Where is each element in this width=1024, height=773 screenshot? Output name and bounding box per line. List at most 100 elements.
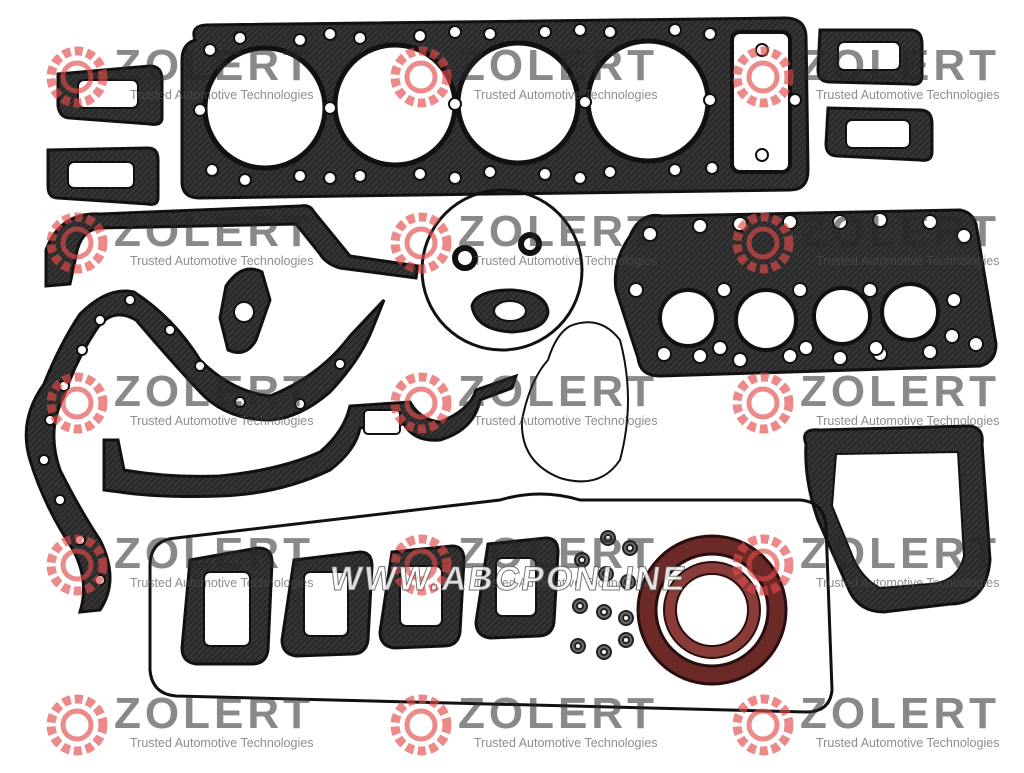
watermark: ZOLERT Trusted Automotive Technologies — [44, 690, 344, 760]
bolt-hole — [703, 93, 717, 107]
bolt-hole — [294, 398, 306, 410]
watermark-tagline: Trusted Automotive Technologies — [474, 736, 658, 750]
manifold-gasket-right-top — [816, 28, 924, 86]
bolt-hole — [538, 167, 552, 181]
bolt-hole — [956, 228, 972, 244]
bolt-hole — [76, 344, 88, 356]
bolt-hole — [732, 352, 748, 368]
bolt-hole — [334, 358, 346, 370]
watermark-tagline: Trusted Automotive Technologies — [816, 576, 1000, 590]
watermark: ZOLERT Trusted Automotive Technologies — [730, 690, 1024, 760]
watermark: ZOLERT Trusted Automotive Technologies — [44, 368, 344, 438]
gear-logo-icon — [390, 694, 452, 756]
bolt-hole — [94, 314, 106, 326]
bolt-hole — [755, 148, 769, 162]
watermark-tagline: Trusted Automotive Technologies — [130, 254, 314, 268]
stem-seal-bore — [626, 544, 634, 552]
bolt-hole — [194, 360, 206, 372]
bolt-hole — [573, 171, 587, 185]
stem-seal-bore — [602, 570, 610, 578]
bolt-hole — [54, 494, 66, 506]
site-watermark: WWW.ABCPONLINE — [327, 560, 690, 599]
bolt-hole — [868, 340, 884, 356]
stem-seal-bore — [622, 614, 630, 622]
watermark-brand: ZOLERT — [114, 207, 314, 256]
gear-logo-icon — [732, 46, 794, 108]
watermark-tagline: Trusted Automotive Technologies — [130, 88, 314, 102]
manifold-gasket-right-bottom — [824, 106, 934, 162]
bolt-hole — [603, 25, 617, 39]
watermark-tagline: Trusted Automotive Technologies — [816, 414, 1000, 428]
gear-logo-icon — [390, 212, 452, 274]
bolt-hole — [832, 214, 848, 230]
bolt-hole — [832, 350, 848, 366]
watermark: ZOLERT Trusted Automotive Technologies — [388, 42, 688, 112]
stem-seal-bore — [604, 534, 612, 542]
stem-seal-bore — [600, 648, 608, 656]
bolt-hole — [862, 282, 878, 298]
bolt-hole — [946, 292, 962, 308]
stem-seal-bore — [600, 608, 608, 616]
bolt-hole — [692, 348, 708, 364]
port-gasket-2 — [280, 550, 374, 658]
bolt-hole — [164, 324, 176, 336]
water-pump-gasket — [803, 424, 992, 614]
watermark-brand: ZOLERT — [114, 367, 314, 416]
bolt-hole — [323, 171, 337, 185]
bolt-hole — [293, 33, 307, 47]
valve-cover-gasket — [148, 492, 834, 714]
watermark-tagline: Trusted Automotive Technologies — [474, 576, 658, 590]
bolt-hole — [233, 31, 247, 45]
bolt-hole — [538, 25, 552, 39]
bolt-hole — [413, 29, 427, 43]
watermark-brand: ZOLERT — [458, 207, 658, 256]
bolt-hole — [716, 282, 732, 298]
thermostat-gasket — [218, 267, 272, 354]
stem-seal-bore — [574, 642, 582, 650]
bolt-hole — [353, 169, 367, 183]
watermark-tagline: Trusted Automotive Technologies — [130, 414, 314, 428]
watermark-tagline: Trusted Automotive Technologies — [474, 254, 658, 268]
bolt-hole — [656, 346, 672, 362]
bolt-hole — [705, 161, 719, 175]
watermark-brand: ZOLERT — [114, 529, 314, 578]
watermark-brand: ZOLERT — [458, 367, 658, 416]
gear-logo-icon — [46, 372, 108, 434]
oval-gasket — [520, 321, 629, 483]
bolt-hole — [712, 340, 728, 356]
gear-logo-icon — [732, 534, 794, 596]
watermark: ZOLERT Trusted Automotive Technologies — [730, 42, 1024, 112]
watermark: ZOLERT Trusted Automotive Technologies — [730, 208, 1024, 278]
bolt-hole — [782, 348, 798, 364]
watermark-tagline: Trusted Automotive Technologies — [816, 254, 1000, 268]
bolt-hole — [124, 294, 136, 306]
head-gasket — [180, 16, 810, 200]
valve-stem-seals — [570, 530, 638, 660]
bolt-hole — [234, 396, 246, 408]
bolt-hole — [38, 454, 50, 466]
watermark: ZOLERT Trusted Automotive Technologies — [44, 208, 344, 278]
bolt-hole — [692, 218, 708, 234]
gear-logo-icon — [732, 694, 794, 756]
watermark-tagline: Trusted Automotive Technologies — [816, 88, 1000, 102]
watermark-brand: ZOLERT — [800, 689, 1000, 738]
stem-seal-bore — [622, 636, 630, 644]
bolt-hole — [944, 328, 960, 344]
stem-seal-bore — [624, 578, 632, 586]
watermark: ZOLERT Trusted Automotive Technologies — [730, 530, 1024, 600]
bolt-hole — [968, 336, 984, 352]
bolt-hole — [483, 27, 497, 41]
bolt-hole — [483, 165, 497, 179]
bolt-hole — [668, 23, 682, 37]
watermark-brand: ZOLERT — [800, 529, 1000, 578]
bolt-hole — [448, 171, 462, 185]
bolt-hole — [205, 163, 219, 177]
bolt-hole — [353, 31, 367, 45]
watermark-brand: ZOLERT — [458, 41, 658, 90]
gear-logo-icon — [732, 212, 794, 274]
bolt-hole — [323, 101, 337, 115]
gear-logo-icon — [390, 372, 452, 434]
bolt-hole — [413, 167, 427, 181]
